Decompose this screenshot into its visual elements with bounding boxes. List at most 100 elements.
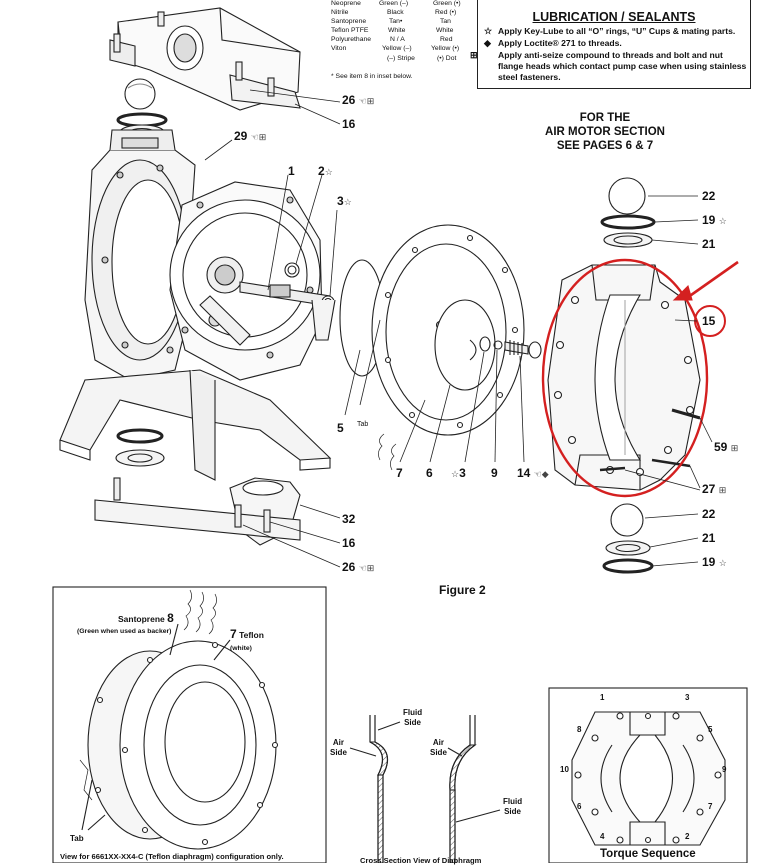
torque-num: 5: [708, 725, 713, 734]
inset-caption: View for 6661XX-XX4-C (Teflon diaphragm)…: [60, 852, 284, 861]
callout-number: 19: [702, 555, 716, 569]
label-line: Side: [504, 807, 521, 816]
cross-section-caption: Cross Section View of Diaphragm: [360, 856, 482, 865]
inset-teflon-label: 7 Teflon: [230, 627, 264, 641]
center-section: [169, 181, 323, 381]
inset-santoprene-label: Santoprene 8: [118, 611, 174, 625]
elastomer-color-table: Neoprene Green (–) Green (•) Nitrile Bla…: [329, 0, 476, 92]
lubrication-item: ⊞ Apply anti-seize compound to threads an…: [470, 50, 748, 83]
inset-diaphragm-art: [79, 589, 279, 850]
inset-tab-label: Tab: [70, 834, 84, 843]
lubrication-item: ☆ Apply Key-Lube to all “O” rings, “U” Cu…: [484, 26, 746, 37]
key-stripe: (–) Stripe: [387, 55, 415, 62]
star-icon: ☆: [451, 469, 460, 479]
star-icon: ☆: [343, 197, 352, 207]
star-icon: ☆: [718, 558, 727, 568]
torque-num: 4: [600, 832, 605, 841]
lubrication-item: ◆ Apply Loctite® 271 to threads.: [484, 38, 746, 49]
callout-2: 2☆: [318, 164, 333, 178]
lubrication-item-text: Apply Loctite® 271 to threads.: [498, 38, 622, 48]
air-motor-note-line: FOR THE: [579, 112, 631, 124]
color2-cell: Green (•): [433, 0, 461, 7]
air-motor-note-line: SEE PAGES 6 & 7: [556, 140, 654, 152]
label-line: Side: [430, 748, 447, 757]
inset-teflon-note: (white): [230, 645, 252, 652]
callout-26-bottom: 26 ☜⊞: [342, 560, 374, 574]
callout-number: 29: [234, 129, 248, 143]
star-icon: ☆: [718, 216, 727, 226]
lubrication-item-text: Apply Key-Lube to all “O” rings, “U” Cup…: [498, 26, 736, 36]
callout-1: 1: [288, 164, 295, 178]
label-line: Side: [330, 748, 347, 757]
lubrication-title: LUBRICATION / SEALANTS: [532, 10, 696, 24]
footnote-text: * See item 8 in inset below.: [331, 73, 413, 80]
grid-square-icon: ⊞: [730, 443, 739, 453]
key-lube-icon: ☜⊞: [250, 132, 267, 142]
callout-number: 3: [459, 466, 466, 480]
callout-32: 32: [342, 512, 356, 526]
callout-16-top: 16: [342, 117, 356, 131]
diamond-icon: ◆: [484, 38, 491, 48]
callout-number: 26: [342, 560, 356, 574]
callout-14: 14 ☜◆: [517, 466, 549, 480]
callout-number: 14: [517, 466, 531, 480]
callout-3-top: 3☆: [337, 194, 352, 208]
color1-cell: Green (–): [379, 0, 409, 7]
air-motor-note-line: AIR MOTOR SECTION: [545, 126, 665, 138]
color2-cell: White: [436, 27, 454, 34]
star-icon: ☆: [324, 167, 333, 177]
color2-cell: Red: [440, 36, 453, 43]
material-cell: Viton: [331, 45, 347, 52]
key-lube-icon: ☜⊞: [358, 563, 375, 573]
callout-22-bottom: 22: [702, 507, 716, 521]
torque-sequence-title: Torque Sequence: [600, 848, 696, 860]
left-pump-body: [84, 129, 196, 381]
color2-cell: Tan: [440, 18, 451, 25]
color2-cell: Red (•): [435, 9, 457, 16]
callout-16-bottom: 16: [342, 536, 356, 550]
material-cell: Teflon PTFE: [331, 27, 369, 34]
torque-num: 3: [685, 693, 690, 702]
top-manifold: [109, 7, 301, 111]
torque-num: 9: [722, 765, 727, 774]
star-icon: ☆: [484, 26, 493, 36]
torque-num: 10: [560, 765, 569, 774]
callout-27: 27 ⊞: [702, 482, 726, 496]
key-dot: (•) Dot: [437, 55, 457, 62]
material-cell: Polyurethane: [331, 36, 372, 43]
outer-chamber-15: [547, 264, 701, 491]
grid-square-icon: ⊞: [470, 50, 478, 60]
torque-num: 2: [685, 832, 690, 841]
label-line: Fluid: [403, 708, 423, 717]
material-cell: Nitrile: [331, 9, 349, 16]
callout-tab: Tab: [357, 421, 369, 428]
callout-21-bottom: 21: [702, 531, 716, 545]
torque-sequence-art: [571, 711, 726, 846]
material-cell: Neoprene: [331, 0, 361, 7]
torque-num: 1: [600, 693, 605, 702]
material-cell: Santoprene: [331, 18, 367, 25]
callout-5: 5: [337, 421, 344, 435]
torque-num: 8: [577, 725, 582, 734]
callout-6: 6: [426, 466, 433, 480]
key-lube-icon: ☜⊞: [358, 96, 375, 106]
color1-cell: Tan•: [389, 18, 403, 25]
callout-number: 26: [342, 93, 356, 107]
color1-cell: Yellow (–): [382, 45, 412, 52]
callout-26-top: 26 ☜⊞: [342, 93, 374, 107]
teflon-number: 7: [230, 627, 237, 641]
callout-7: 7: [396, 466, 403, 480]
color1-cell: White: [388, 27, 406, 34]
callout-19-bottom: 19 ☆: [702, 555, 727, 569]
key-lube-icon: ☜◆: [533, 469, 549, 479]
callout-29: 29 ☜⊞: [234, 129, 266, 143]
santoprene-number: 8: [167, 611, 174, 625]
label-line: Air: [332, 738, 345, 747]
torque-num: 7: [708, 802, 713, 811]
air-motor-note: FOR THE AIR MOTOR SECTION SEE PAGES 6 & …: [530, 111, 680, 153]
label-line: Air: [432, 738, 445, 747]
lubrication-item-text: Apply anti-seize compound to threads and…: [498, 50, 747, 82]
